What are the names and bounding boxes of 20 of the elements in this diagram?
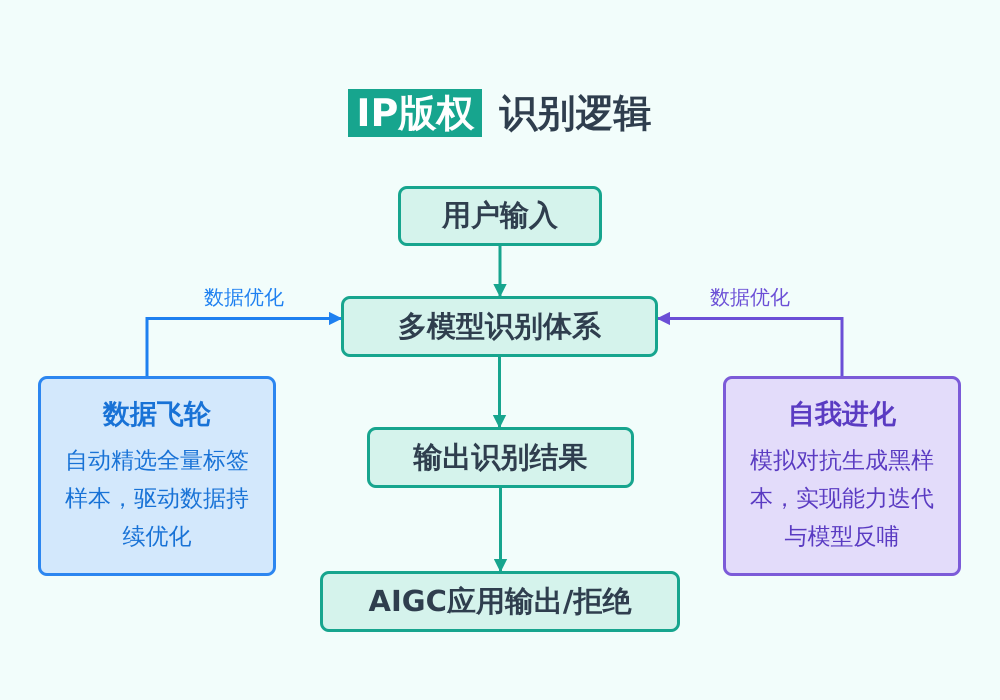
info-card xyxy=(723,376,961,576)
process-box xyxy=(320,571,680,632)
title: IP版权 识别逻辑 xyxy=(0,88,1000,139)
process-box xyxy=(367,427,634,488)
box-label: 用户输入 xyxy=(442,197,558,234)
process-box xyxy=(341,296,658,357)
info-card xyxy=(38,376,276,576)
arrow xyxy=(494,488,508,572)
card-description: 自动精选全量标签样本，驱动数据持续优化 xyxy=(64,447,250,552)
card-heading: 自我进化 xyxy=(788,398,896,432)
box-label: 多模型识别体系 xyxy=(398,308,601,344)
process-box xyxy=(398,186,602,246)
arrow xyxy=(656,312,844,376)
card-heading: 数据飞轮 xyxy=(103,398,211,432)
box-label: AIGC应用输出/拒绝 xyxy=(368,582,632,620)
card-description: 模拟对抗生成黑样本，实现能力迭代与模型反哺 xyxy=(749,447,935,552)
arrow xyxy=(493,246,507,298)
arrow xyxy=(146,312,342,376)
box-label: 输出识别结果 xyxy=(414,438,588,476)
arrow xyxy=(492,357,506,428)
